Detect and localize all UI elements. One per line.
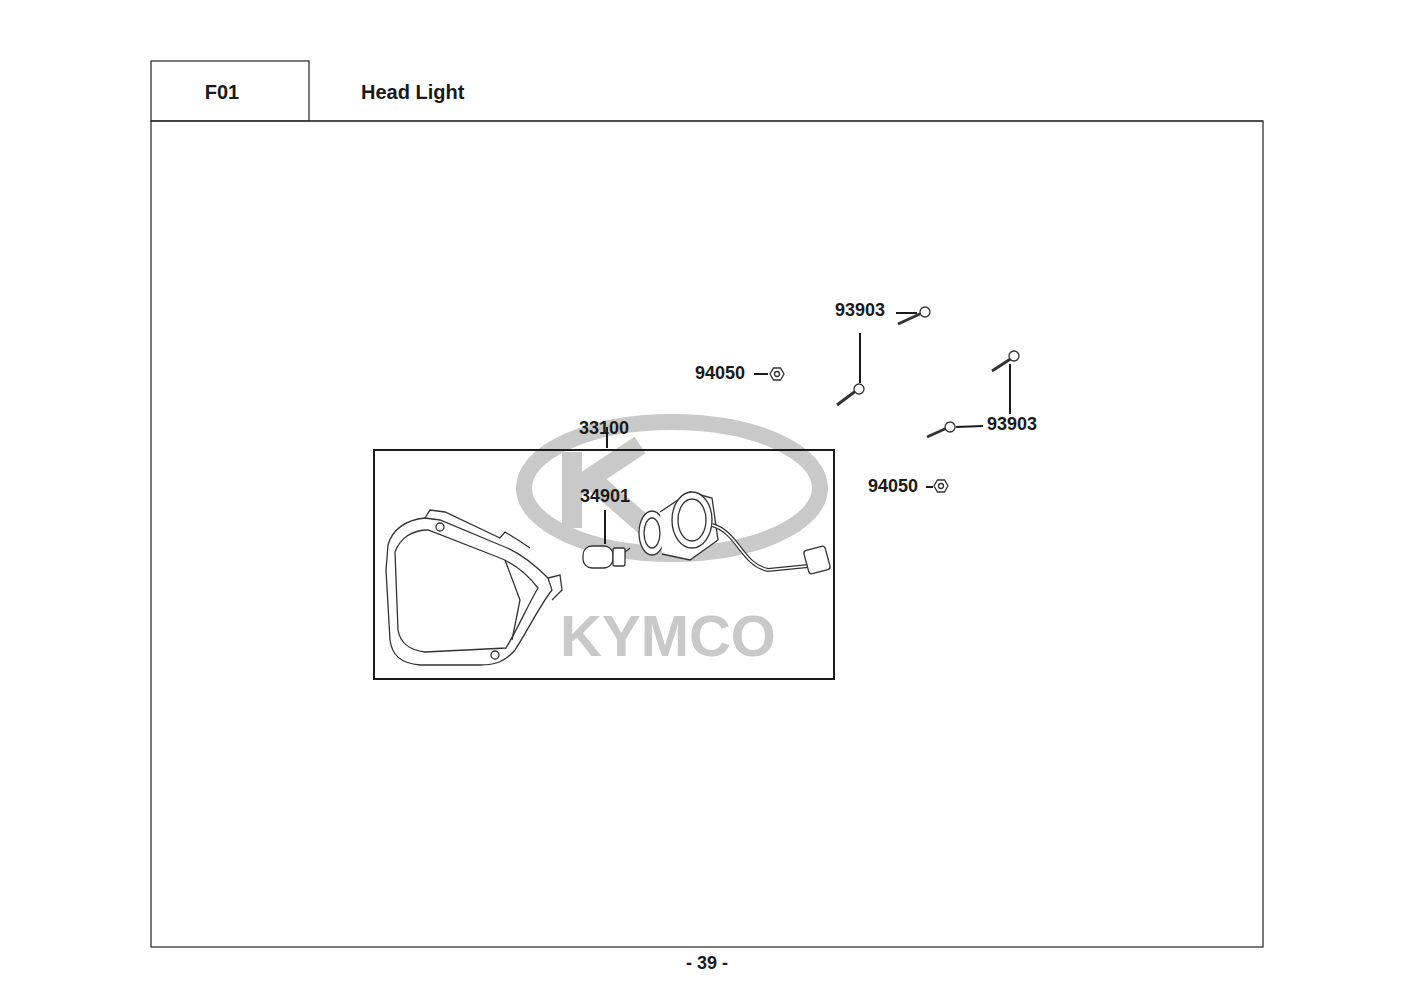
- assembly-box: 33100: [373, 449, 835, 680]
- callout-number: 34901: [580, 487, 630, 507]
- section-code: F01: [205, 81, 239, 103]
- callout-number: 94050: [868, 477, 918, 497]
- watermark: KYMCO: [560, 604, 776, 668]
- page-number: - 39 -: [686, 954, 728, 974]
- bulb-drawing: [583, 546, 630, 568]
- headlight-drawing: [386, 510, 562, 665]
- header-cell: [151, 61, 309, 121]
- callout-number: 93903: [835, 301, 885, 321]
- page-frame: [151, 121, 1263, 947]
- callout-number: 94050: [695, 364, 745, 384]
- socket-drawing: [639, 492, 831, 574]
- callout-number: 93903: [987, 415, 1037, 435]
- header-rule: [309, 120, 1263, 121]
- fastener-drawing: [770, 307, 1019, 492]
- callout-number: 33100: [579, 419, 629, 439]
- page-title: Head Light: [361, 81, 464, 103]
- leader-lines: [605, 313, 1010, 544]
